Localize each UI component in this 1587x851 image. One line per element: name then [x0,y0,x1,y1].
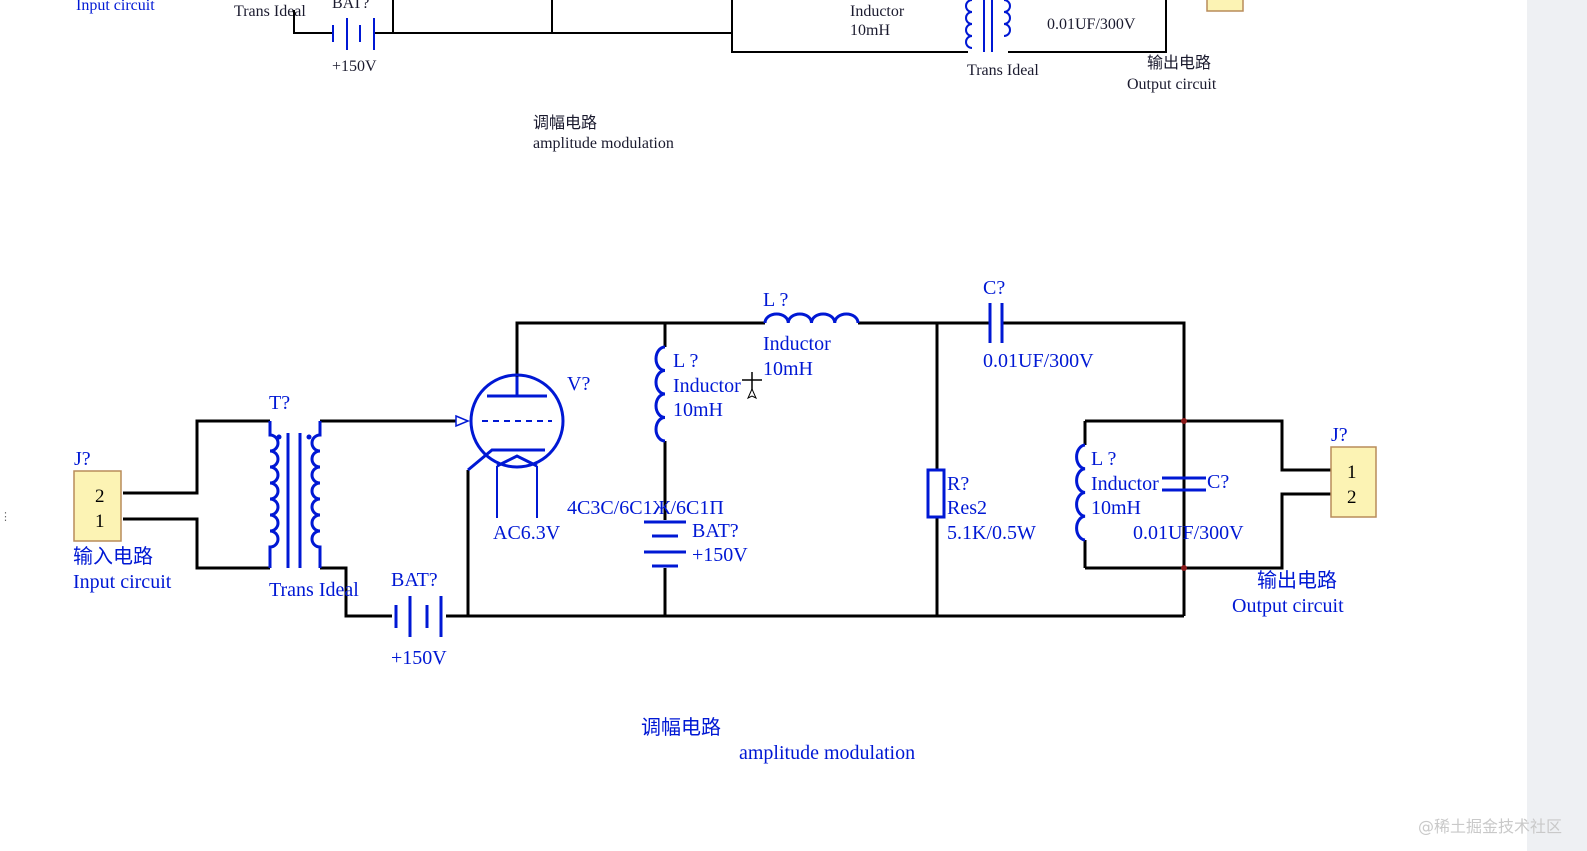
diagram-title-en: amplitude modulation [739,742,915,764]
plate-inductor-name: Inductor [673,375,741,397]
vacuum-tube-symbol[interactable] [455,373,565,518]
tank-cap-symbol[interactable] [1162,476,1206,492]
input-label-en: Input circuit [73,571,172,593]
top-title-en: amplitude modulation [533,135,674,152]
top-trans2-label: Trans Ideal [967,62,1039,79]
transformer-ref: T? [269,392,290,414]
top-inductor-value: 10mH [850,22,890,39]
tank-inductor-name: Inductor [1091,473,1159,495]
series-inductor-name: Inductor [763,333,831,355]
series-inductor-symbol[interactable] [763,312,860,324]
series-inductor-value: 10mH [763,358,813,380]
transformer-symbol[interactable] [268,421,322,568]
resistor-symbol[interactable] [926,468,946,519]
drag-handle-icon[interactable]: ⋮ [0,510,11,523]
input-connector-pin-2: 2 [95,486,105,507]
top-inductor-name: Inductor [850,3,905,20]
tank-inductor-value: 10mH [1091,497,1141,519]
battery-bottom-symbol[interactable] [394,596,443,637]
battery-vertical-value: +150V [692,544,748,566]
battery-vertical-ref: BAT? [692,520,739,542]
tank-cap-ref: C? [1207,471,1229,493]
tank-cap-value: 0.01UF/300V [1133,522,1244,544]
top-bat-ref: BAT? [332,0,369,12]
top-title-cn: 调幅电路 [533,114,597,132]
input-connector-ref: J? [74,448,91,470]
plate-inductor-ref: L ? [673,350,698,372]
coupling-cap-ref: C? [983,277,1005,299]
battery-bottom-ref: BAT? [391,569,438,591]
vertical-scrollbar[interactable] [1527,0,1587,851]
coupling-cap-symbol[interactable] [988,303,1004,343]
output-connector-ref: J? [1331,424,1348,446]
top-output-label-en: Output circuit [1127,76,1217,93]
input-label-cn: 输入电路 [73,545,153,568]
top-battery-symbol [332,18,375,50]
resistor-name: Res2 [947,497,987,519]
input-connector-pin-1: 1 [95,511,105,532]
tank-inductor-ref: L ? [1091,448,1116,470]
tube-type: 4C3C/6C1Ж/6C1Π [567,497,724,519]
top-partial-circuit: Input circuit Trans Ideal BAT? +150V Ind… [76,0,1244,152]
output-label-en: Output circuit [1232,595,1344,617]
battery-vertical-symbol[interactable] [644,520,686,568]
transformer-label: Trans Ideal [269,579,359,601]
top-output-connector[interactable] [1206,0,1244,12]
watermark: @稀土掘金技术社区 [1417,817,1562,836]
input-connector[interactable]: 2 1 [73,470,122,542]
series-inductor-ref: L ? [763,289,788,311]
tank-inductor-symbol[interactable] [1075,443,1086,542]
top-bat-value: +150V [332,58,377,75]
tube-filament: AC6.3V [493,522,561,544]
top-input-label: Input circuit [76,0,155,14]
coupling-cap-value: 0.01UF/300V [983,350,1094,372]
output-connector-pin-2: 2 [1347,487,1357,508]
plate-inductor-value: 10mH [673,399,723,421]
output-connector[interactable]: 1 2 [1330,446,1377,518]
battery-bottom-value: +150V [391,647,447,669]
output-label-cn: 输出电路 [1257,569,1337,592]
top-trans-label: Trans Ideal [234,3,306,20]
circuit-wires [123,321,1331,618]
top-output-label-cn: 输出电路 [1147,54,1211,72]
resistor-ref: R? [947,473,969,495]
resistor-value: 5.1K/0.5W [947,522,1036,544]
plate-inductor-symbol[interactable] [654,345,666,443]
tube-ref: V? [567,373,590,395]
output-connector-pin-1: 1 [1347,462,1357,483]
move-cursor-icon [742,372,762,400]
top-transformer-symbol [965,0,1011,52]
top-cap-value: 0.01UF/300V [1047,16,1136,33]
diagram-title-cn: 调幅电路 [641,716,721,739]
